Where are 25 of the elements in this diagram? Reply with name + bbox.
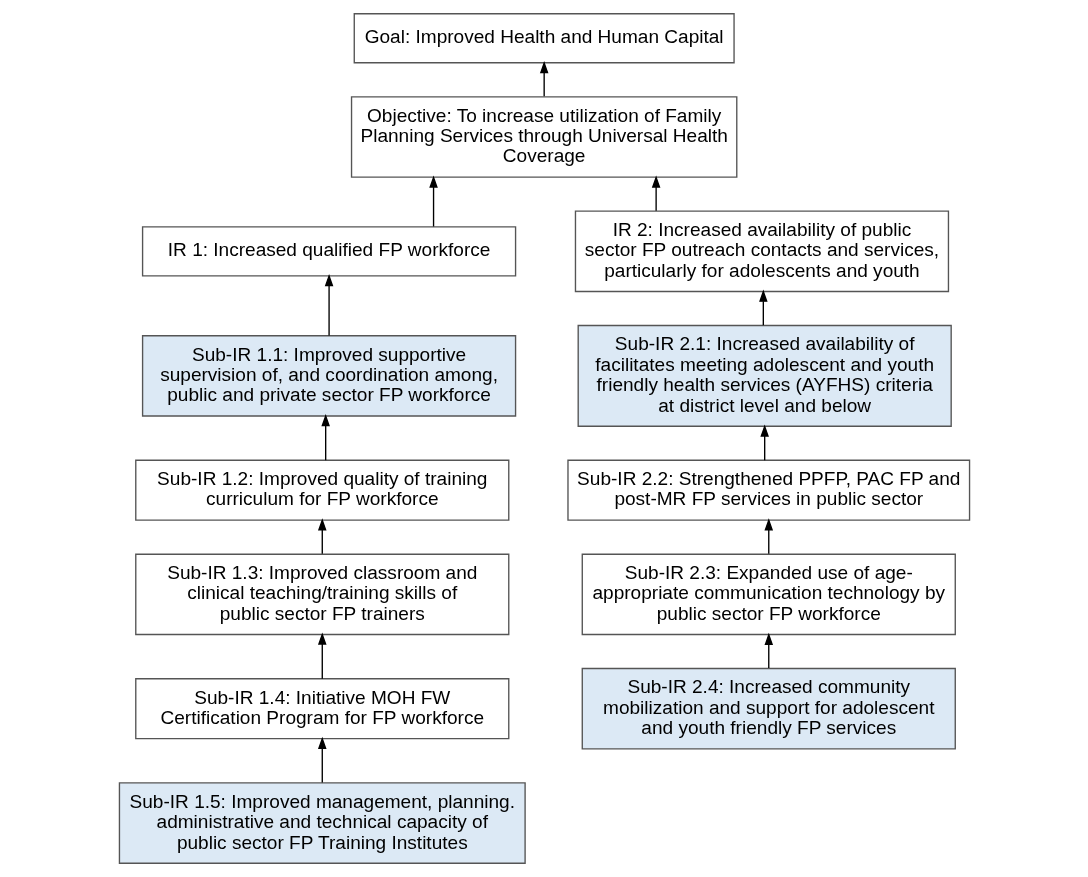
arrow — [651, 175, 660, 212]
arrow — [763, 632, 773, 669]
node-box: Goal: Improved Health and Human Capital — [353, 13, 735, 64]
arrow — [759, 424, 769, 461]
arrow — [324, 273, 333, 337]
arrow — [428, 175, 438, 228]
arrow — [758, 289, 768, 326]
node-box: Sub-IR 2.2: Strengthened PPFP, PAC FP and post-MR FP services in public sector — [566, 459, 970, 521]
node-box: Sub-IR 1.2: Improved quality of training curriculum for FP workforce — [134, 459, 509, 521]
node-box: Sub-IR 2.3: Expanded use of age-appropriate communication technology by public sector FP workforce — [581, 553, 956, 636]
arrow — [317, 632, 327, 680]
node-box: Objective: To increase utilization of Family Planning Services through Universal Health Coverage — [350, 96, 737, 178]
arrow — [317, 518, 327, 555]
node-box: Sub-IR 1.1: Improved supportive supervision of, and coordination among, public and private sector FP workforce — [141, 335, 516, 417]
node-box: Sub-IR 2.1: Increased availability of facilitates meeting adolescent and youth friendly health services (AYFHS) criteria at district level and below — [577, 324, 952, 427]
arrow — [320, 414, 330, 461]
node-box: Sub-IR 1.4: Initiative MOH FW Certification Program for FP workforce — [134, 678, 509, 740]
arrow — [317, 736, 327, 784]
node-box: IR 1: Increased qualified FP workforce — [141, 226, 516, 277]
arrow — [539, 61, 548, 97]
node-box: Sub-IR 2.4: Increased community mobilization and support for adolescent and youth friendly FP services — [581, 667, 956, 750]
node-box: Sub-IR 1.3: Improved classroom and clinical teaching/training skills of public sector FP trainers — [134, 553, 509, 636]
node-box: Sub-IR 1.5: Improved management, planning. administrative and technical capacity of public sector FP Training Institutes — [118, 782, 526, 864]
node-box: IR 2: Increased availability of public sector FP outreach contacts and services, particularly for adolescents and youth — [574, 210, 949, 293]
arrow — [763, 518, 773, 555]
